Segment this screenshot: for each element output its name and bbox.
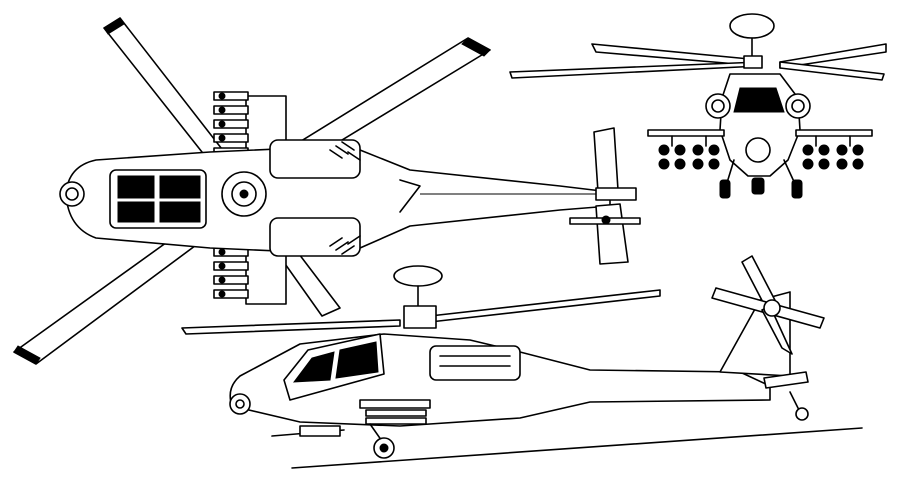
- engine-nacelle-upper: [269, 139, 361, 179]
- side-view: [181, 255, 863, 469]
- front-view-canopy: [733, 87, 785, 113]
- blade-tip-upper-right: [461, 37, 491, 57]
- blade-tip-lower-left: [13, 345, 41, 365]
- front-view-rotor-blades: [509, 43, 887, 81]
- side-view-stub-wing-stores: [359, 399, 431, 425]
- engine-nacelle-lower: [269, 217, 361, 257]
- front-view-missile-cluster-left-inner: [692, 135, 720, 170]
- tail-wheel: [795, 407, 809, 421]
- side-view-nose-sensor: [229, 393, 251, 415]
- engine-panel-lines: [439, 355, 511, 367]
- front-view-missile-cluster-right-inner: [802, 135, 830, 170]
- tail-boom-fairing-line: [399, 179, 421, 213]
- front-view-missile-clusters: [658, 135, 864, 170]
- top-view: [13, 17, 641, 365]
- side-view-canopy: [283, 333, 385, 401]
- front-view-radar-dome: [729, 13, 775, 69]
- front-view-nose-sensor: [745, 137, 771, 163]
- exhaust-louvers: [329, 141, 361, 255]
- side-view-main-landing-gear: [369, 423, 395, 459]
- top-view-canopy: [109, 169, 207, 229]
- top-view-tail-rotor: [569, 187, 641, 225]
- side-view-radar-dome: [393, 265, 443, 329]
- front-view: [509, 13, 887, 199]
- blade-tip-upper-left: [103, 17, 125, 35]
- front-view-landing-gear: [719, 159, 803, 199]
- side-view-engine-nacelle: [429, 345, 521, 381]
- front-view-missile-cluster-right-outer: [836, 135, 864, 170]
- top-view-nose-sensor: [59, 181, 85, 207]
- front-view-engine-intakes: [705, 93, 811, 119]
- top-view-rotor-hub: [221, 171, 267, 217]
- gun-turret: [299, 425, 341, 437]
- front-view-stub-wings: [647, 129, 873, 137]
- lower-missile-rack: [213, 247, 249, 299]
- ground-line: [291, 427, 863, 469]
- side-view-stabilator: [763, 371, 809, 389]
- front-view-missile-cluster-left-outer: [658, 135, 686, 170]
- side-view-tail-rotor: [711, 255, 825, 355]
